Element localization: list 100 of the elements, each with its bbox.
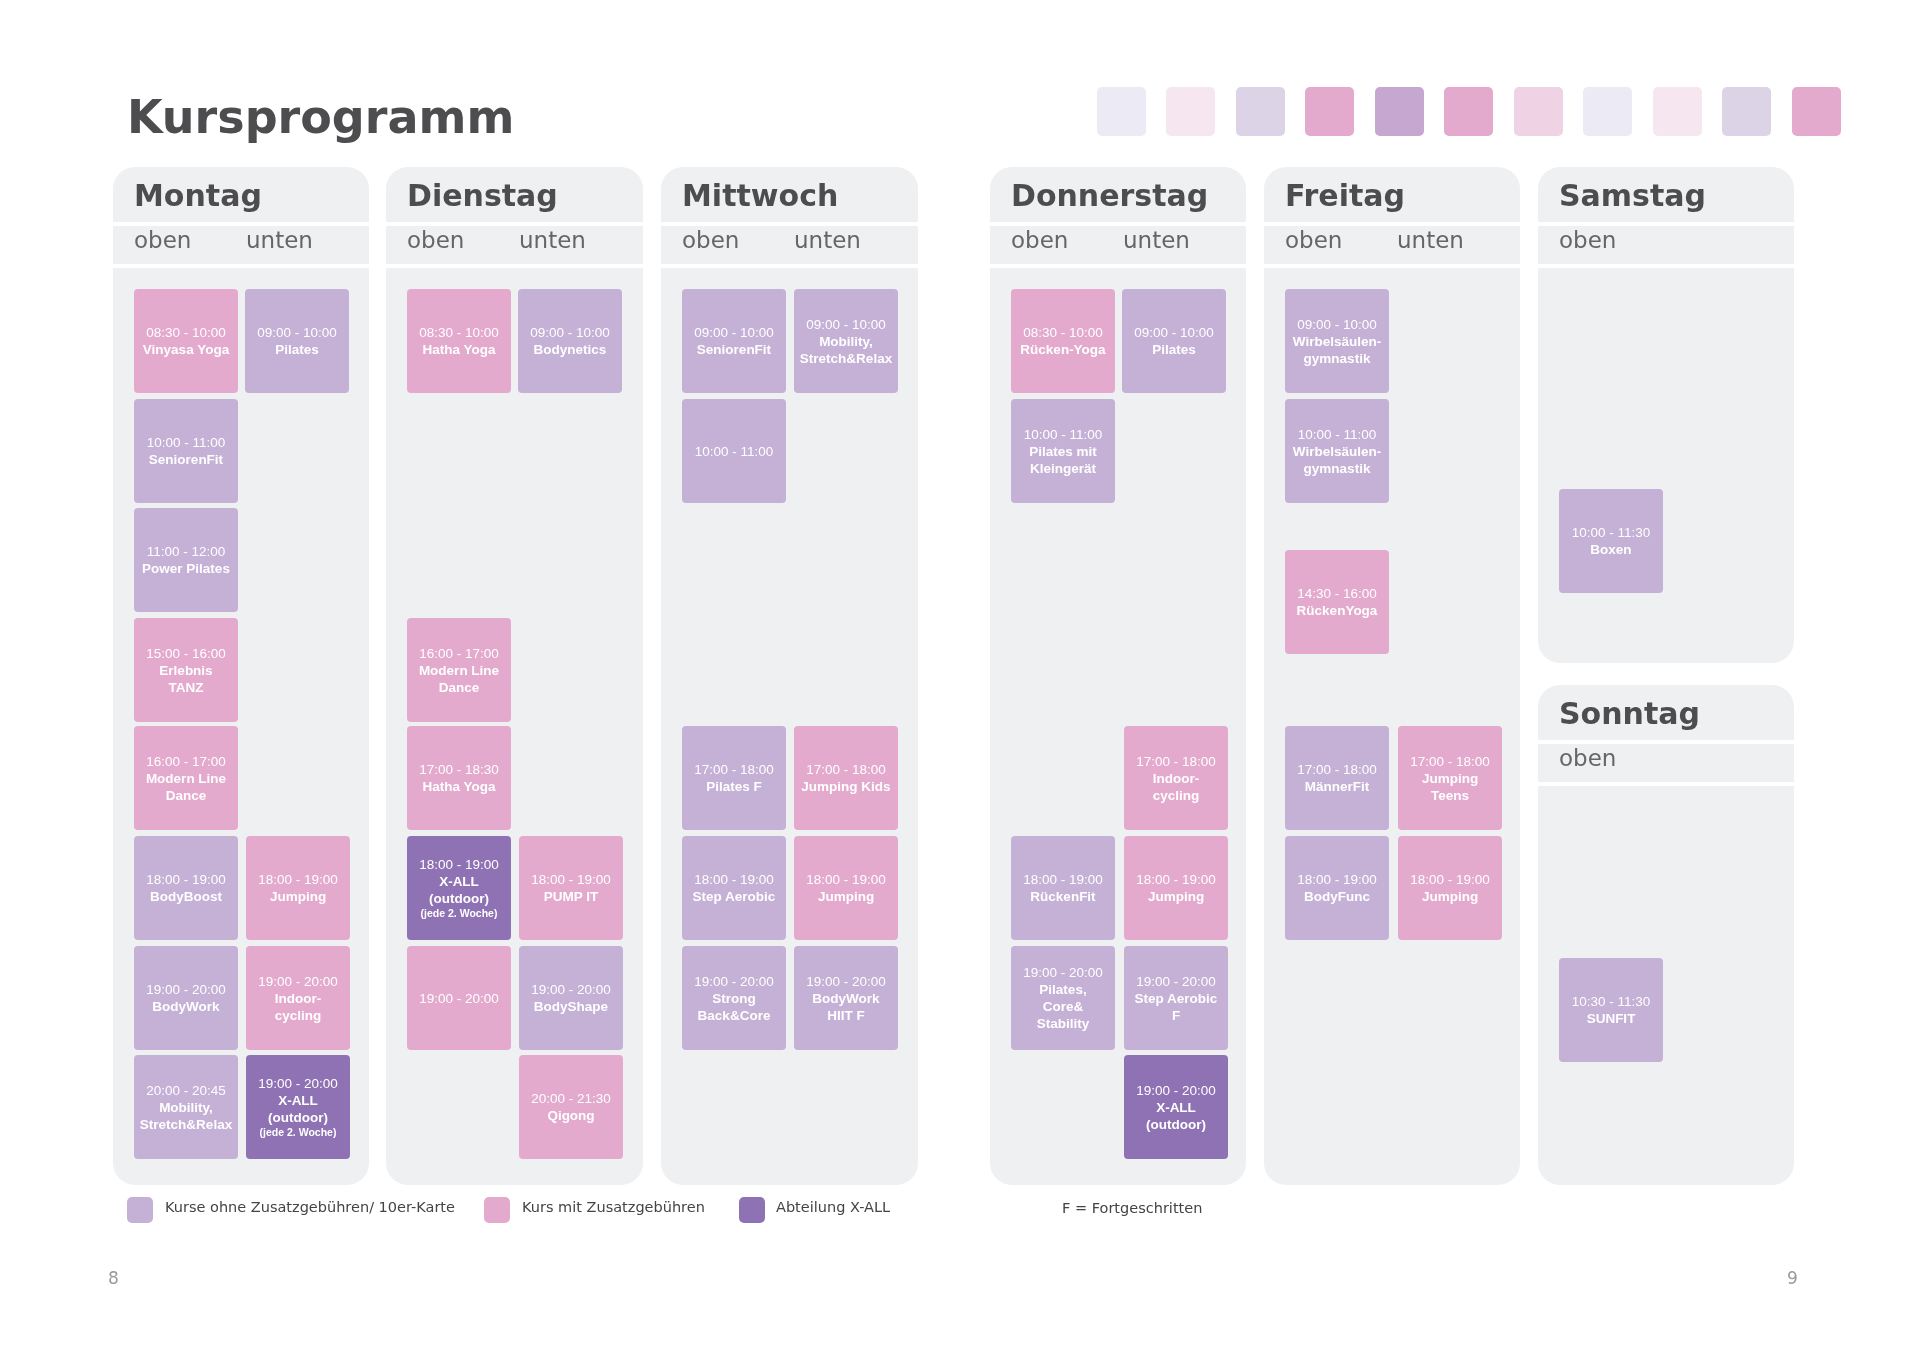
course-box [1285, 550, 1389, 654]
course-time: 16:00 - 17:00 [146, 752, 226, 770]
course-box [407, 726, 511, 830]
course-name: SeniorenFit [148, 451, 224, 468]
course-time: 14:30 - 16:00 [1297, 585, 1377, 602]
day-column [386, 167, 643, 1185]
course-time: 18:00 - 19:00 [146, 871, 226, 888]
course-box [134, 399, 238, 503]
course-name: Modern Line Dance [144, 769, 228, 804]
course-box [407, 836, 511, 940]
course-time: 15:00 - 16:00 [146, 644, 226, 662]
course-time: 17:00 - 18:00 [806, 761, 886, 778]
course-box [246, 1055, 350, 1159]
course-box [134, 726, 238, 830]
course-box [682, 946, 786, 1050]
course-box [519, 836, 623, 940]
room-label: oben [682, 227, 740, 253]
course-time: 18:00 - 19:00 [1297, 871, 1377, 888]
day-column [1264, 167, 1520, 1185]
course-name: BodyWork HIIT F [811, 989, 881, 1024]
course-name: BodyFunc [1304, 888, 1370, 905]
course-time: 11:00 - 12:00 [146, 543, 226, 560]
course-time: 18:00 - 19:00 [419, 856, 499, 873]
course-time: 08:30 - 10:00 [419, 324, 499, 341]
course-name: Qigong [547, 1107, 595, 1124]
course-box [1398, 726, 1502, 830]
course-time: 19:00 - 20:00 [146, 981, 226, 998]
room-label: oben [1559, 227, 1617, 253]
course-box [794, 289, 898, 393]
course-time: 18:00 - 19:00 [694, 871, 774, 888]
course-box [1285, 726, 1389, 830]
course-box [134, 618, 238, 722]
course-box [1011, 946, 1115, 1050]
course-time: 20:00 - 21:30 [531, 1090, 611, 1107]
course-name: Wirbelsäulen-gymnastik [1292, 442, 1382, 477]
course-name: Hatha Yoga [422, 341, 496, 358]
course-time: 19:00 - 20:00 [1136, 972, 1216, 990]
course-name: Jumping [1421, 888, 1479, 905]
course-name: Boxen [1590, 541, 1632, 558]
course-box [407, 946, 511, 1050]
room-label: oben [134, 227, 192, 253]
course-time: 17:00 - 18:00 [1297, 761, 1377, 778]
day-heading: Samstag [1559, 178, 1707, 213]
legend-label: Kurs mit Zusatzgebühren [522, 1199, 705, 1215]
course-time: 17:00 - 18:00 [1136, 752, 1216, 770]
course-box [407, 618, 511, 722]
room-label: oben [1285, 227, 1343, 253]
course-box [134, 508, 238, 612]
course-time: 09:00 - 10:00 [530, 324, 610, 341]
course-name: Mobility, Stretch&Relax [799, 332, 893, 367]
page-number: 8 [108, 1268, 119, 1288]
course-box [134, 289, 238, 393]
course-time: 08:30 - 10:00 [1023, 324, 1103, 341]
course-time: 18:00 - 19:00 [1023, 871, 1103, 888]
course-box [682, 836, 786, 940]
course-box [1124, 1055, 1228, 1159]
course-name: Vinyasa Yoga [142, 341, 230, 358]
course-time: 19:00 - 20:00 [1136, 1081, 1216, 1099]
footnote: F = Fortgeschritten [1062, 1200, 1203, 1216]
course-box [246, 836, 350, 940]
course-time: 19:00 - 20:00 [694, 972, 774, 990]
course-name: Hatha Yoga [422, 778, 496, 795]
course-time: 09:00 - 10:00 [1134, 324, 1214, 341]
course-name: Pilates F [706, 778, 762, 795]
course-name: Rücken-Yoga [1020, 341, 1106, 358]
course-name: Jumping Kids [801, 778, 891, 795]
course-box [1559, 958, 1663, 1062]
course-time: 10:00 - 11:30 [1571, 524, 1651, 541]
course-time: 10:00 - 11:00 [1023, 425, 1103, 443]
day-heading: Mittwoch [682, 178, 839, 213]
room-label: unten [246, 227, 313, 253]
course-time: 18:00 - 19:00 [1136, 871, 1216, 888]
course-time: 17:00 - 18:30 [419, 761, 499, 778]
course-box [682, 726, 786, 830]
course-time: 19:00 - 20:00 [419, 989, 499, 1007]
course-time: 17:00 - 18:00 [1410, 752, 1490, 770]
course-name: Wirbelsäulen-gymnastik [1292, 332, 1382, 367]
day-heading: Freitag [1285, 178, 1406, 213]
course-box [1285, 289, 1389, 393]
course-box [407, 289, 511, 393]
course-box [794, 726, 898, 830]
course-note: (jede 2. Woche) [259, 1126, 337, 1139]
course-note: (jede 2. Woche) [420, 907, 498, 920]
course-time: 09:00 - 10:00 [1297, 315, 1377, 333]
room-label: unten [1397, 227, 1464, 253]
course-box [1011, 836, 1115, 940]
day-column [1538, 167, 1794, 663]
course-name: Erlebnis TANZ [158, 661, 214, 696]
course-box [134, 946, 238, 1050]
day-heading: Montag [134, 178, 262, 213]
course-name: Mobility, Stretch&Relax [139, 1098, 233, 1133]
course-name: BodyShape [533, 998, 609, 1015]
course-time: 10:00 - 11:00 [146, 434, 226, 451]
legend-label: Abteilung X-ALL [776, 1199, 891, 1215]
room-label: oben [1559, 745, 1617, 771]
course-time: 17:00 - 18:00 [694, 761, 774, 778]
course-name: MännerFit [1304, 778, 1370, 795]
course-box [1122, 289, 1226, 393]
course-time: 18:00 - 19:00 [1410, 871, 1490, 888]
course-box [1011, 399, 1115, 503]
